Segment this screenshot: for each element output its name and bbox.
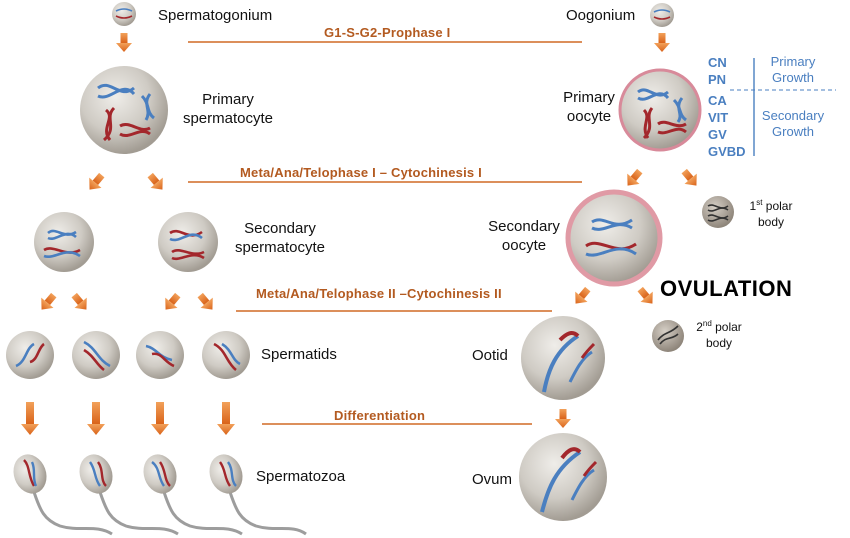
spermatozoon bbox=[143, 454, 243, 536]
arrow-icon bbox=[151, 402, 169, 435]
ovum-cell bbox=[519, 433, 607, 521]
primary-oocyte-cell bbox=[618, 68, 702, 152]
arrow-icon bbox=[194, 289, 219, 315]
spermatozoon bbox=[209, 454, 307, 536]
arrow-icon bbox=[35, 289, 60, 315]
spermatozoon bbox=[13, 454, 113, 536]
arrow-icon bbox=[217, 402, 235, 435]
secondary-spermatocyte-cell bbox=[34, 212, 94, 272]
arrow-icon bbox=[116, 33, 132, 52]
ootid-cell bbox=[521, 316, 605, 400]
arrow-icon bbox=[68, 289, 93, 315]
growth-primary-list: CN PN bbox=[708, 55, 727, 87]
label-secondary-growth: Secondary Growth bbox=[761, 108, 825, 139]
label-spermatids: Spermatids bbox=[261, 346, 337, 363]
spermatid-cell bbox=[136, 331, 184, 379]
phase-label-meiosis-2: Meta/Ana/Telophase II –Cytochinesis II bbox=[256, 286, 502, 301]
spermatid-cell bbox=[202, 331, 250, 379]
phase-label-meiosis-1: Meta/Ana/Telophase I – Cytochinesis I bbox=[240, 165, 482, 180]
spermatid-cell bbox=[6, 331, 54, 379]
label-first-polar-body: 1st polar body bbox=[749, 198, 793, 229]
phase-label-prophase: G1-S-G2-Prophase I bbox=[324, 25, 451, 40]
label-primary-oocyte: Primary oocyte bbox=[563, 89, 615, 125]
label-secondary-spermatocyte: Secondary spermatocyte bbox=[234, 220, 326, 256]
spermatid-cell bbox=[72, 331, 120, 379]
label-primary-growth: Primary Growth bbox=[770, 54, 816, 85]
arrow-icon bbox=[678, 165, 703, 191]
label-secondary-oocyte: Secondary oocyte bbox=[488, 218, 560, 254]
arrow-icon bbox=[634, 283, 659, 309]
label-ovum: Ovum bbox=[472, 471, 513, 488]
primary-spermatocyte-cell bbox=[80, 66, 168, 154]
label-ovulation: OVULATION bbox=[660, 276, 793, 301]
arrow-icon bbox=[159, 289, 184, 315]
first-polar-body bbox=[702, 196, 734, 228]
arrow-icon bbox=[569, 283, 594, 309]
label-spermatozoa: Spermatozoa bbox=[256, 468, 346, 485]
arrow-icon bbox=[144, 169, 169, 195]
oogonium-cell bbox=[650, 3, 674, 27]
secondary-oocyte-cell bbox=[565, 189, 663, 287]
arrow-icon bbox=[21, 402, 39, 435]
second-polar-body bbox=[652, 320, 684, 352]
spermatozoon bbox=[79, 454, 179, 536]
label-ootid: Ootid bbox=[472, 347, 508, 364]
growth-secondary-list: CA VIT GV GVBD bbox=[708, 93, 746, 159]
arrow-icon bbox=[87, 402, 105, 435]
arrow-icon bbox=[621, 165, 646, 191]
arrow-icon bbox=[555, 409, 571, 428]
arrow-icon bbox=[83, 169, 108, 195]
label-second-polar-body: 2nd polar body bbox=[696, 319, 742, 350]
spermatogonium-cell bbox=[112, 2, 136, 26]
label-primary-spermatocyte: Primary spermatocyte bbox=[182, 91, 274, 127]
label-spermatogonium: Spermatogonium bbox=[158, 7, 273, 24]
phase-label-differentiation: Differentiation bbox=[334, 408, 426, 423]
arrow-icon bbox=[654, 33, 670, 52]
label-oogonium: Oogonium bbox=[566, 7, 636, 24]
secondary-spermatocyte-cell bbox=[158, 212, 218, 272]
